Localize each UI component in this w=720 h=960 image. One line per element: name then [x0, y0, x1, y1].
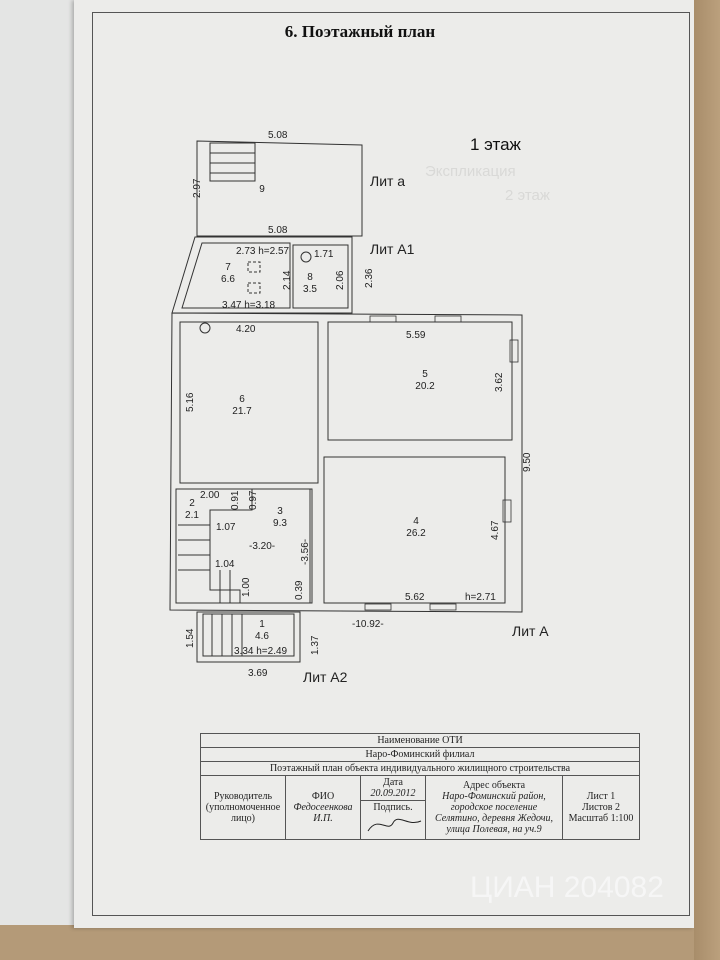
fio-label: ФИО [311, 791, 335, 802]
toilet-icon [199, 322, 211, 334]
room-area: 20.2 [415, 381, 435, 392]
branch-name: Наро-Фоминский филиал [200, 747, 640, 762]
lit-a-main-structure [169, 312, 523, 613]
dimension: 5.08 [268, 225, 288, 236]
stairs-icon [209, 142, 256, 182]
address-label: Адрес объекта [462, 780, 526, 791]
page-frame [92, 12, 690, 916]
fio-value: Федосеенкова И.П. [293, 802, 353, 824]
room-number: 9 [259, 184, 265, 195]
room-number: 7 [225, 262, 231, 273]
room-number: 1 [259, 619, 265, 630]
dimension: 0.97 [248, 490, 259, 510]
dimension: 3.47 h=3.18 [222, 300, 276, 311]
dimension: 3.62 [494, 372, 505, 392]
stove-icon [247, 282, 261, 294]
dimension: -3.56- [300, 539, 311, 565]
lit-a2-structure [196, 611, 301, 663]
table-surface [694, 0, 720, 960]
dimension: 2.36 [364, 268, 375, 288]
head-label: Руководитель (уполномоченное лицо) [200, 775, 286, 840]
dimension: 2.14 [282, 270, 293, 290]
room-area: 9.3 [273, 518, 287, 529]
signature-label: Подпись. [373, 802, 413, 813]
lit-a1-structure [171, 236, 353, 314]
dimension: 5.08 [268, 130, 288, 141]
dimension: 2.73 h=2.57 [236, 246, 290, 257]
room-number: 8 [307, 272, 313, 283]
window-icons [364, 315, 519, 611]
dimension: 2.97 [192, 178, 203, 198]
stairs-icon [211, 614, 243, 656]
date-value: 20.09.2012 [370, 788, 416, 799]
dimension: 0.91 [230, 490, 241, 510]
room-number: 3 [277, 506, 283, 517]
dimension: 1.04 [215, 559, 235, 570]
dimension: 4.20 [236, 324, 256, 335]
dimension: 1.00 [241, 577, 252, 597]
sink-icon [300, 251, 312, 263]
room-area: 2.1 [185, 510, 199, 521]
dimension: h=2.71 [465, 592, 496, 603]
page-heading: 6. Поэтажный план [284, 22, 436, 41]
room-number: 2 [189, 498, 195, 509]
dimension: 2.06 [335, 270, 346, 290]
lit-a-label: Лит а [370, 173, 405, 189]
dimension: 5.59 [406, 330, 426, 341]
dimension: -10.92- [352, 619, 384, 630]
org-title: Наименование ОТИ [200, 733, 640, 748]
dimension: -3.20- [249, 541, 275, 552]
sheet-count: Листов 2 [581, 802, 621, 813]
lit-a-structure [196, 140, 363, 237]
dimension: 3.69 [248, 668, 268, 679]
stove-icon [247, 261, 261, 273]
document-name: Поэтажный план объекта индивидуального ж… [200, 761, 640, 776]
address-value: Наро-Фоминский район, городское поселени… [434, 791, 554, 835]
sheet-number: Лист 1 [586, 791, 616, 802]
dimension: 1.37 [310, 635, 321, 655]
ghost-text: Экспликация [425, 163, 516, 180]
dimension: 1.71 [314, 249, 334, 260]
room-area: 21.7 [232, 406, 252, 417]
dimension: 9.50 [522, 452, 533, 472]
dimension: 1.07 [216, 522, 236, 533]
dimension: 5.16 [185, 392, 196, 412]
stairs-icon [178, 524, 231, 603]
dimension: 3.34 h=2.49 [234, 646, 288, 657]
room-area: 6.6 [221, 274, 235, 285]
room-number: 6 [239, 394, 245, 405]
title-block: Наименование ОТИ Наро-Фоминский филиал П… [200, 733, 640, 840]
dimension: 1.54 [185, 628, 196, 648]
lit-a1-label: Лит А1 [370, 241, 415, 257]
room-area: 4.6 [255, 631, 269, 642]
dimension: 2.00 [200, 490, 220, 501]
date-label: Дата [383, 777, 403, 788]
signature-icon [367, 818, 422, 832]
dimension: 5.62 [405, 592, 425, 603]
room-number: 5 [422, 369, 428, 380]
watermark: ЦИАН 204082 [470, 871, 664, 904]
room-area: 26.2 [406, 528, 426, 539]
lit-a2-label: Лит А2 [303, 669, 348, 685]
room-area: 3.5 [303, 284, 317, 295]
lit-A-label: Лит А [512, 623, 549, 639]
scale: Масштаб 1:100 [568, 813, 634, 824]
dimension: 0.39 [294, 580, 305, 600]
dimension: 4.67 [490, 520, 501, 540]
floor-label: 1 этаж [470, 135, 522, 154]
ghost-text: 2 этаж [505, 187, 550, 204]
room-number: 4 [413, 516, 419, 527]
